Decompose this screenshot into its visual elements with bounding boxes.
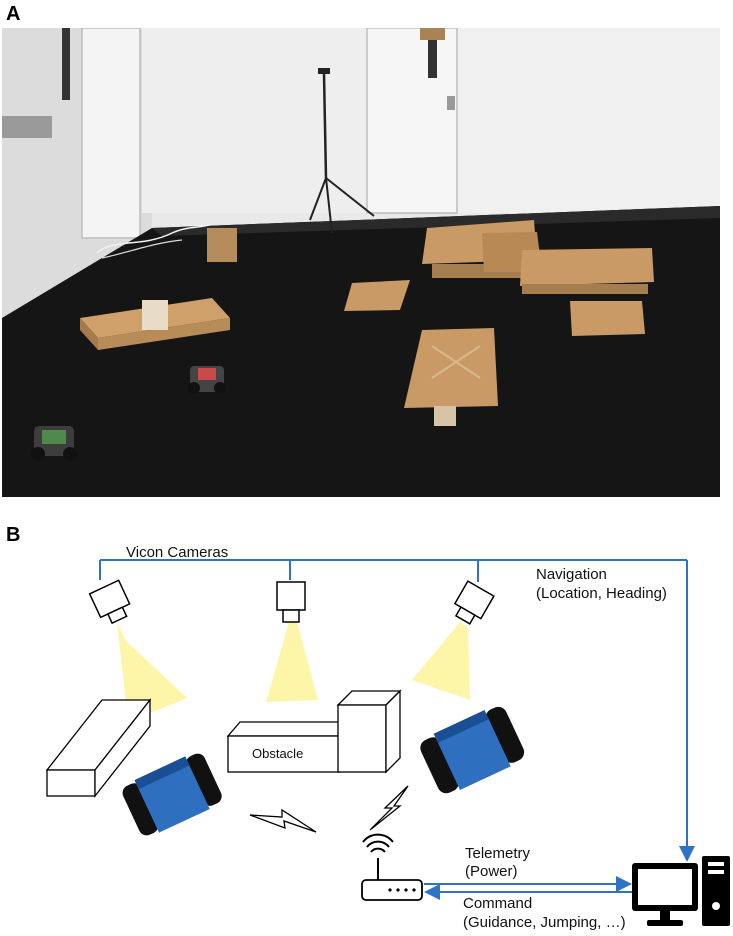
lightning-icon	[369, 785, 409, 831]
telemetry-label: Telemetry	[465, 845, 531, 862]
camera-icon	[453, 580, 495, 625]
telemetry-detail: (Power)	[465, 863, 518, 880]
command-detail: (Guidance, Jumping, …)	[463, 914, 626, 931]
robot-icon	[122, 753, 222, 836]
l-obstacle	[226, 689, 402, 774]
camera-icon	[276, 581, 306, 623]
command-label: Command	[463, 895, 533, 912]
computer-icon	[632, 856, 730, 926]
robot-icon	[420, 706, 525, 794]
obstacle-label: Obstacle	[252, 746, 304, 761]
cameras-label: Vicon Cameras	[126, 544, 229, 561]
camera-icon	[88, 579, 131, 625]
camera-light-cone	[266, 622, 318, 702]
panel-b-label: B	[6, 524, 21, 546]
bar-obstacle	[45, 698, 152, 798]
lab-photo	[2, 28, 720, 497]
router-icon	[361, 833, 423, 901]
lightning-icon	[249, 808, 317, 833]
navigation-label: Navigation	[536, 566, 607, 583]
system-diagram: Vicon Cameras Navigation (Location, Head…	[0, 540, 733, 936]
panel-a-label: A	[6, 3, 21, 25]
navigation-detail: (Location, Heading)	[536, 585, 667, 602]
camera-light-cone	[412, 622, 470, 700]
camera-light-cone	[117, 622, 187, 722]
